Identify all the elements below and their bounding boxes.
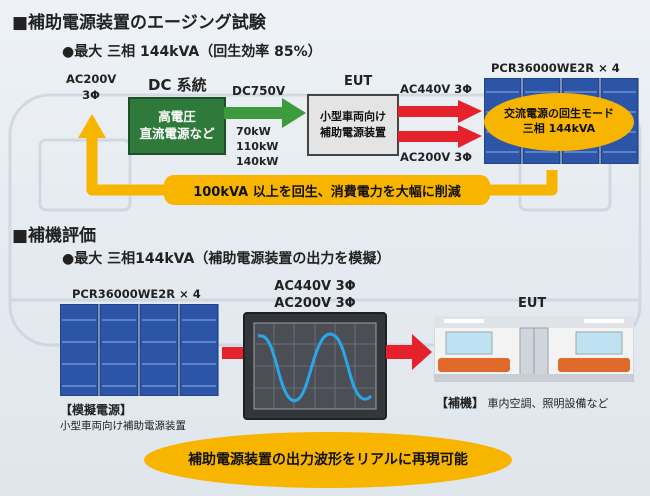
oscilloscope [243,312,387,420]
eut-title-bottom: EUT [518,296,547,311]
osc-voltage-labels: AC440V 3Φ AC200V 3Φ [262,278,368,312]
eut-title-top: EUT [344,74,373,89]
pcr-rack-bottom [59,303,220,397]
input-voltage-label: AC200V [66,72,117,86]
aux-equipment-caption: 【補機】 車内空調、照明設備など [436,394,609,411]
input-phase-label: 3Φ [82,88,100,102]
red-arrows-top [398,100,482,148]
aux-description: 車内空調、照明設備など [487,397,609,410]
dc-system-title: DC 系統 [148,76,207,94]
aux-label: 【補機】 [436,396,485,410]
regen-line2: 三相 144kVA [522,122,596,135]
dc-box-line2: 直流電源など [139,126,215,141]
regen-mode-badge: 交流電源の回生モード 三相 144kVA [484,93,634,151]
eut-box: 小型車両向け 補助電源装置 [307,94,399,156]
sim-source-label: 【模擬電源】 [60,403,133,417]
green-arrow [224,98,306,128]
output-upper-label: AC440V 3Φ [400,82,473,96]
section1-title: ■補助電源装置のエージング試験 [12,13,266,33]
train-interior-graphic [433,315,635,383]
dc-box-line1: 高電圧 [158,109,196,125]
regen-line1: 交流電源の回生モード [504,107,614,121]
feedback-banner: 100kVA 以上を回生、消費電力を大幅に削減 [164,175,490,205]
section2-title: ■補機評価 [12,226,97,246]
eut-box-line2: 補助電源装置 [320,126,386,139]
waveform-display [253,322,377,410]
osc-line2: AC200V 3Φ [274,296,356,311]
sim-source-sub: 小型車両向け補助電源装置 [60,420,186,432]
red-arrow-right [386,334,432,370]
section2-subtitle: ●最大 三相144kVA（補助電源装置の出力を模擬） [62,251,391,267]
pcr-rack-bottom-graphic [59,303,219,397]
train-interior [433,315,635,383]
pcr-model-top: PCR36000WE2R × 4 [491,61,620,75]
dc-supply-box: 高電圧 直流電源など [128,97,226,155]
output-lower-label: AC200V 3Φ [400,150,473,164]
bottom-banner: 補助電源装置の出力波形をリアルに再現可能 [144,432,512,488]
power-level-140: 140kW [236,155,279,168]
power-levels: 70kW 110kW 140kW [236,124,278,169]
eut-box-line1: 小型車両向け [320,109,386,123]
power-level-70: 70kW [236,125,271,138]
dc-voltage-label: DC750V [232,84,286,98]
pcr-model-bottom: PCR36000WE2R × 4 [72,287,201,301]
section1-subtitle: ●最大 三相 144kVA（回生効率 85%） [62,44,322,60]
power-level-110: 110kW [236,140,279,153]
osc-line1: AC440V 3Φ [274,279,356,294]
